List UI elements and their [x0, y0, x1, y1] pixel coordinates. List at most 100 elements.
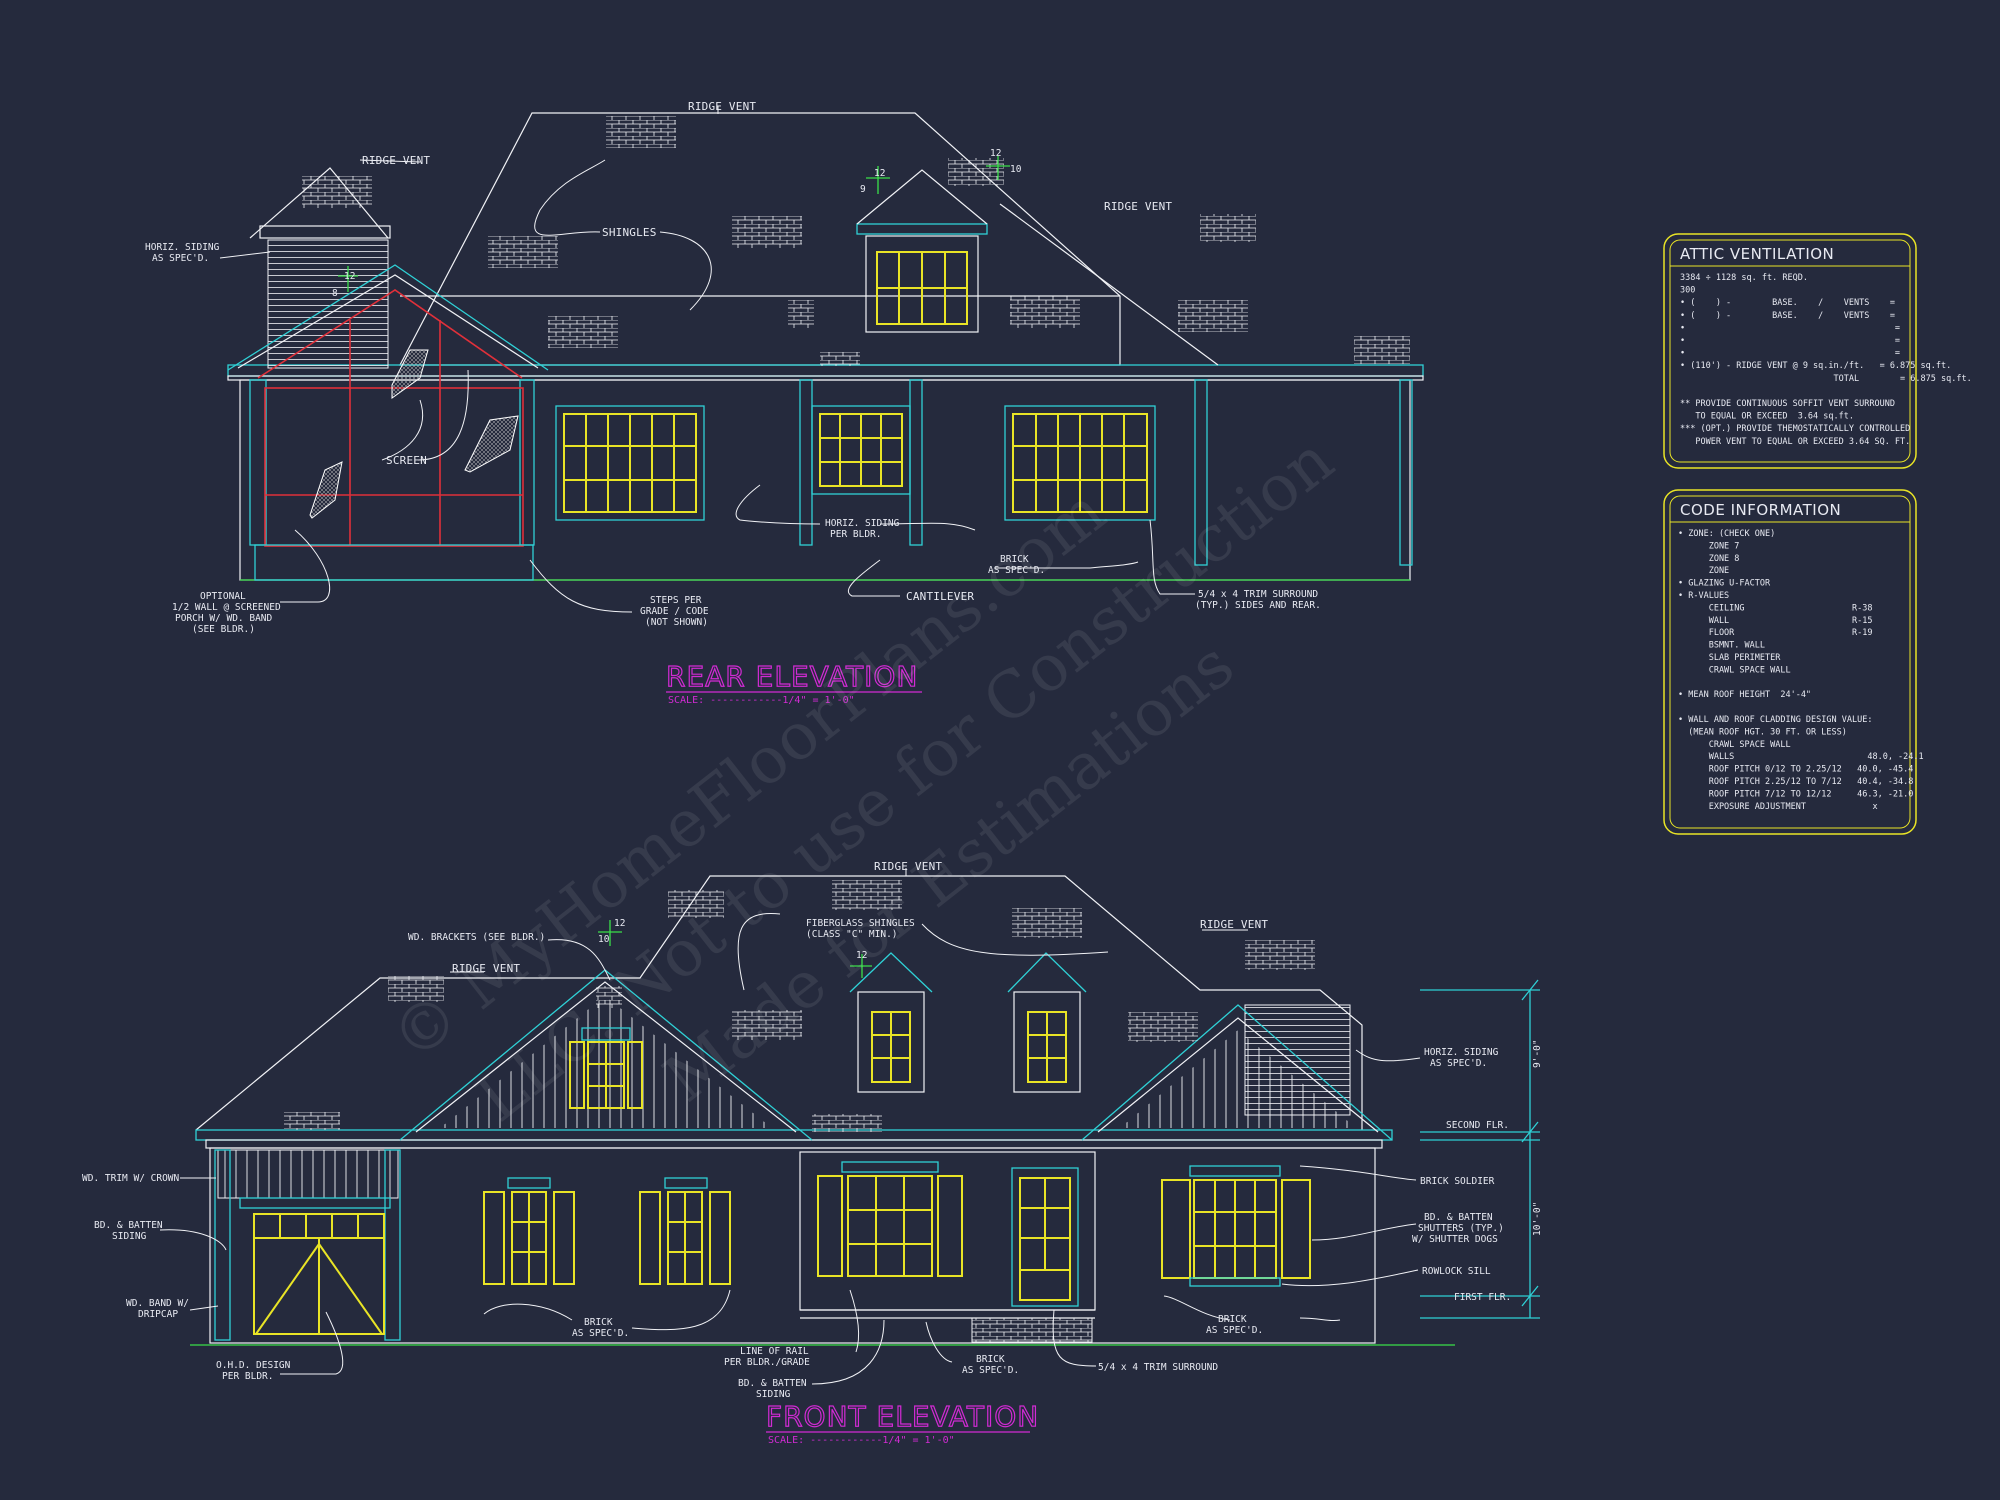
front-label-shutters-3: W/ SHUTTER DOGS	[1412, 1234, 1498, 1245]
front-label-bdb-1: BD. & BATTEN	[738, 1378, 807, 1389]
front-label-horiz-1: HORIZ. SIDING	[1424, 1047, 1499, 1058]
rear-dormer-window-muntins	[877, 252, 967, 324]
front-gable-shutter-l	[569, 1041, 585, 1109]
rear-pitch-marker-1	[338, 266, 358, 292]
code-information-line: • R-VALUES	[1678, 591, 1729, 601]
rear-label-optional-4: (SEE BLDR.)	[192, 624, 255, 635]
front-label-wd-band-2: DRIPCAP	[138, 1309, 178, 1320]
front-label-bdb-2: SIDING	[756, 1389, 791, 1400]
code-information-line: ROOF PITCH 7/12 TO 12/12 46.3, -21.0	[1678, 789, 1913, 799]
front-dormer-left-wall	[857, 991, 925, 1093]
front-label-ridge-vent-left: RIDGE VENT	[452, 962, 520, 975]
rear-corner-trim-mid	[519, 379, 535, 546]
code-information-line: WALLS 48.0, -24.1	[1678, 752, 1924, 762]
code-information-line: CRAWL SPACE WALL	[1678, 665, 1791, 675]
rear-label-horiz-per-1: HORIZ. SIDING	[825, 518, 900, 529]
front-label-fiberglass-2: (CLASS "C" MIN.)	[806, 929, 898, 940]
front-label-ohd-1: O.H.D. DESIGN	[216, 1360, 291, 1371]
front-dim-lower: 10'-0"	[1532, 1202, 1543, 1236]
rear-porch-gable-outer	[227, 264, 549, 371]
front-label-brackets: WD. BRACKETS (SEE BLDR.)	[408, 932, 545, 943]
front-gable-window-head	[581, 1027, 631, 1041]
attic-ventilation-line: • (110') - RIDGE VENT @ 9 sq.in./ft. = 6…	[1680, 361, 1951, 371]
front-right-gable-inner	[1097, 1017, 1379, 1133]
rear-right-hip	[999, 203, 1219, 366]
rear-left-roof	[249, 167, 389, 239]
front-garage-header	[239, 1197, 391, 1209]
attic-ventilation-line: • =	[1680, 323, 1900, 333]
rear-label-trim-1: 5/4 x 4 TRIM SURROUND	[1198, 589, 1318, 600]
front-dimension-lines	[1420, 979, 1540, 1319]
front-label-brick-soldier: BRICK SOLDIER	[1420, 1176, 1495, 1187]
code-information-lines: • ZONE: (CHECK ONE) ZONE 7 ZONE 8 ZONE• …	[1678, 529, 1924, 812]
front-pitch-12a: 12	[614, 918, 625, 929]
front-label-first-flr: FIRST FLR.	[1454, 1292, 1511, 1303]
rear-window-right-trim	[1004, 405, 1156, 521]
attic-ventilation-line: • =	[1680, 349, 1900, 359]
rear-pitch-marker-2	[866, 166, 890, 194]
attic-ventilation-panel: ATTIC VENTILATION 3384 ÷ 1128 sq. ft. RE…	[1663, 233, 1972, 469]
rear-label-ridge-vent-right: RIDGE VENT	[1104, 200, 1172, 213]
attic-ventilation-line: • ( ) - BASE. / VENTS =	[1680, 311, 1895, 321]
code-information-title: CODE INFORMATION	[1680, 501, 1841, 519]
rear-label-steps-2: GRADE / CODE	[640, 606, 709, 617]
rear-screen-glare-1	[309, 461, 343, 519]
rear-elevation: RIDGE VENT RIDGE VENT RIDGE VENT HORIZ. …	[145, 100, 1424, 706]
code-information-line: EXPOSURE ADJUSTMENT x	[1678, 802, 1878, 812]
front-elevation: RIDGE VENT RIDGE VENT RIDGE VENT WD. BRA…	[82, 860, 1543, 1446]
rear-label-screen: SCREEN	[386, 454, 427, 467]
front-entry-door-panels	[1020, 1178, 1070, 1271]
front-label-trim: 5/4 x 4 TRIM SURROUND	[1098, 1362, 1218, 1373]
rear-porch-half-wall	[254, 544, 534, 581]
front-dim-upper: 9'-0"	[1532, 1039, 1543, 1068]
front-label-brick-l-1: BRICK	[584, 1317, 613, 1328]
code-information-line: ROOF PITCH 0/12 TO 2.25/12 40.0, -45.4	[1678, 765, 1913, 775]
front-label-wd-trim: WD. TRIM W/ CROWN	[82, 1173, 180, 1184]
watermark-line-2: LLC. Not to use for Construction	[463, 423, 1347, 1136]
rear-pitch-8: 8	[332, 288, 338, 299]
front-roof-brick-marks	[284, 880, 1315, 1132]
front-label-brick-r-1: BRICK	[1218, 1314, 1247, 1325]
front-elevation-scale: SCALE: ------------1/4" = 1'-0"	[768, 1435, 955, 1446]
code-information-line: SLAB PERIMETER	[1678, 653, 1781, 663]
rear-label-horiz-siding-2: AS SPEC'D.	[152, 253, 209, 264]
front-label-shutters-2: SHUTTERS (TYP.)	[1418, 1223, 1504, 1234]
rear-dormer-wall	[865, 235, 979, 333]
code-information-line: WALL R-15	[1678, 616, 1872, 626]
front-label-horiz-2: AS SPEC'D.	[1430, 1058, 1487, 1069]
front-porch-steps	[971, 1317, 1093, 1343]
rear-elevation-title: REAR ELEVATION	[666, 660, 918, 693]
attic-ventilation-title: ATTIC VENTILATION	[1680, 245, 1834, 263]
rear-window-left-muntins	[564, 414, 696, 512]
attic-ventilation-line: 3384 ÷ 1128 sq. ft. REQD.	[1680, 273, 1808, 283]
front-label-fiberglass-1: FIBERGLASS SHINGLES	[806, 918, 915, 929]
front-porch-shutter-l	[817, 1175, 843, 1277]
rear-screen-glare-2	[464, 415, 519, 473]
rear-cantilever-trim-l	[799, 379, 813, 546]
code-information-line: BSMNT. WALL	[1678, 641, 1765, 651]
front-right-gable-outer	[1081, 1004, 1393, 1141]
front-dormer-right-roof	[1007, 952, 1087, 993]
front-dormer-right-wall	[1013, 991, 1081, 1093]
front-porch-window-muntins	[848, 1176, 932, 1276]
front-label-shutters-1: BD. & BATTEN	[1424, 1212, 1493, 1223]
rear-porch-gable-screen	[257, 289, 523, 379]
rear-pitch-12c: 12	[990, 148, 1001, 159]
front-label-brick-m-2: AS SPEC'D.	[962, 1365, 1019, 1376]
attic-ventilation-line: TOTAL = 6.875 sq.ft.	[1680, 374, 1972, 384]
rear-window-right-muntins	[1013, 414, 1147, 512]
rear-dormer-roof	[856, 169, 988, 225]
code-information-line: ZONE 8	[1678, 554, 1739, 564]
front-window-group-1	[483, 1177, 575, 1285]
attic-ventilation-line: 300	[1680, 286, 1695, 296]
rear-left-siding	[267, 239, 389, 369]
rear-porch-gable-inner	[237, 274, 539, 369]
attic-ventilation-line: TO EQUAL OR EXCEED 3.64 sq.ft.	[1680, 412, 1854, 422]
front-wall	[209, 1147, 1376, 1344]
front-fascia	[195, 1129, 1393, 1141]
code-information-line: ROOF PITCH 2.25/12 TO 7/12 40.4, -34.8	[1678, 777, 1913, 787]
attic-ventilation-line: POWER VENT TO EQUAL OR EXCEED 3.64 SQ. F…	[1680, 437, 1910, 447]
front-label-bd-batten-2: SIDING	[112, 1231, 147, 1242]
front-pitch-10: 10	[598, 934, 610, 945]
